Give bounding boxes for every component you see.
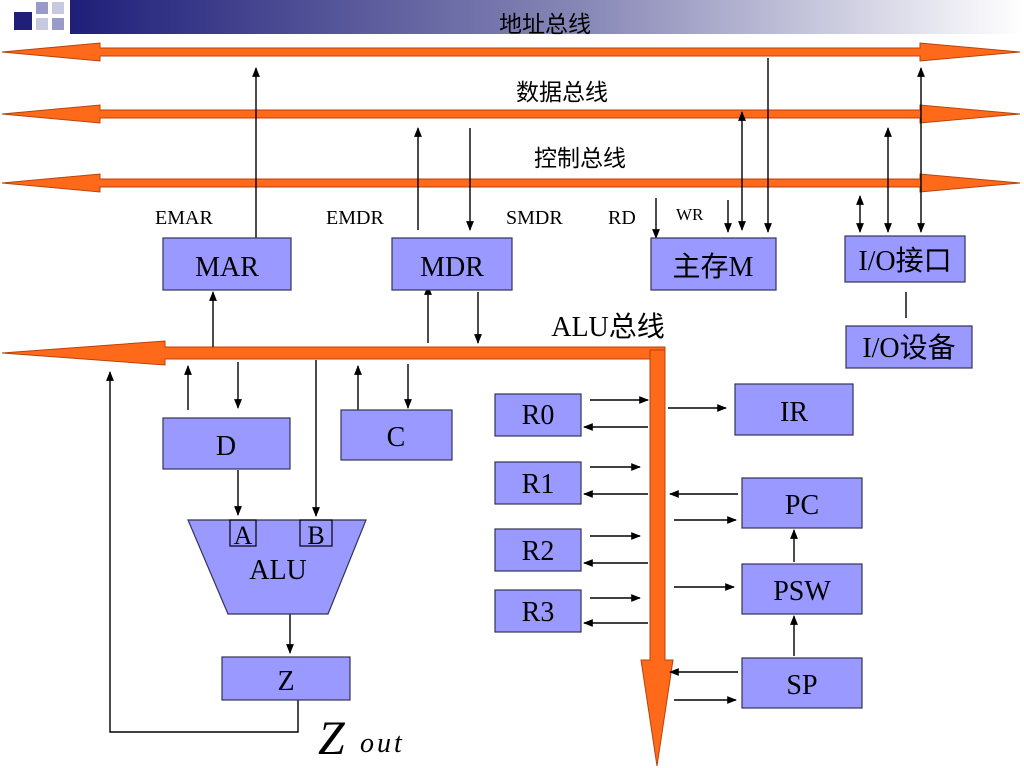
mdr-label: MDR	[420, 252, 484, 283]
data-bus: 数据总线	[1, 79, 1021, 124]
io-interface-label: I/O接口	[858, 245, 951, 277]
psw-box	[741, 563, 863, 615]
z-box	[221, 656, 351, 701]
c-label: C	[387, 422, 406, 453]
connection-lines	[106, 58, 925, 733]
r3-box	[494, 589, 582, 633]
memory-label: 主存M	[673, 251, 754, 283]
alu-input-b-label: B	[307, 521, 324, 550]
alu-input-a-label: A	[234, 521, 253, 550]
r2-label: R2	[522, 536, 555, 567]
address-bus-arrow	[1, 42, 1021, 62]
d-label: D	[216, 431, 236, 462]
alu-bus-label: ALU总线	[551, 311, 665, 343]
mdr-box	[391, 237, 513, 291]
ir-label: IR	[780, 397, 808, 428]
io-device-label: I/O设备	[862, 332, 955, 364]
header-square-icon	[52, 2, 64, 14]
d-box	[162, 417, 291, 470]
psw-label: PSW	[773, 576, 831, 607]
sp-box	[741, 657, 863, 709]
data-bus-label: 数据总线	[516, 79, 608, 105]
control-bus-arrow	[1, 173, 1021, 193]
sp-label: SP	[786, 670, 817, 701]
z-out-feedback	[106, 371, 299, 733]
header-square-icon	[36, 18, 48, 30]
header-gradient-bar	[70, 0, 1024, 34]
r0-label: R0	[522, 400, 555, 431]
control-signals: EMAR EMDR SMDR RD WR	[155, 205, 704, 229]
z-out-z: Z	[318, 712, 346, 765]
io-device-box	[845, 325, 973, 369]
components: MAR MDR 主存M I/O接口 I/O设备 D C A B ALU Z R0…	[162, 235, 973, 709]
io-interface-box	[844, 235, 966, 283]
pc-label: PC	[785, 490, 819, 521]
r3-label: R3	[522, 597, 555, 628]
address-bus-label: 地址总线	[499, 11, 591, 37]
control-bus: 控制总线	[1, 145, 1021, 193]
alu-bus-arrow	[1, 340, 666, 366]
address-bus: 地址总线	[1, 11, 1021, 62]
alu-bus-vertical-arrow	[640, 349, 674, 767]
r0-box	[494, 393, 582, 437]
r1-label: R1	[522, 469, 555, 500]
wr-label: WR	[676, 205, 704, 224]
z-out-annotation: Z out	[318, 712, 405, 765]
z-out-subscript: out	[360, 728, 405, 759]
c-box	[340, 409, 453, 461]
ir-box	[734, 383, 854, 436]
slide-header	[14, 0, 1024, 34]
r1-box	[494, 461, 582, 505]
alu-label: ALU	[249, 555, 307, 586]
rd-label: RD	[608, 207, 636, 229]
data-bus-arrow	[1, 104, 1021, 124]
header-square-icon	[52, 18, 64, 30]
memory-box	[650, 237, 777, 291]
mar-box	[162, 237, 292, 291]
alu-input-a-box	[229, 519, 257, 547]
header-square-icon	[14, 12, 32, 30]
smdr-label: SMDR	[506, 207, 563, 229]
emdr-label: EMDR	[326, 207, 384, 229]
r2-box	[494, 528, 582, 572]
alu-input-b-box	[299, 519, 333, 547]
pc-box	[741, 477, 863, 529]
header-square-icon	[36, 2, 48, 14]
mar-label: MAR	[195, 252, 259, 283]
z-label: Z	[277, 666, 294, 697]
control-bus-label: 控制总线	[534, 145, 626, 171]
alu-bus: ALU总线	[1, 311, 674, 767]
emar-label: EMAR	[155, 207, 213, 229]
